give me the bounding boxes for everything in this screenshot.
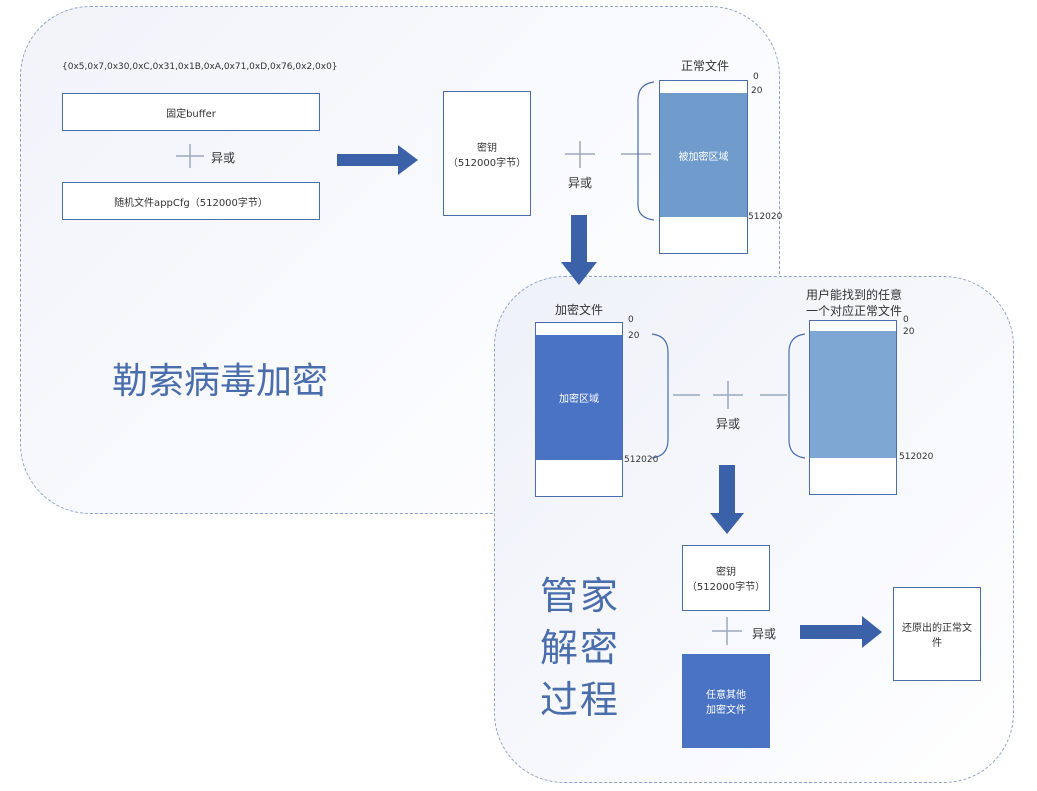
restored-file-label: 还原出的正常文件 bbox=[902, 623, 972, 649]
fixed-buffer-box: 固定buffer bbox=[62, 93, 320, 131]
user-file-title-line2: 一个对应正常文件 bbox=[806, 304, 903, 318]
key-box-encrypt: 密钥 （512000字节） bbox=[443, 91, 531, 216]
encrypted-region-label: 被加密区域 bbox=[678, 151, 729, 163]
xor-label-3: 异或 bbox=[716, 417, 741, 431]
other-file-line1: 任意其他 bbox=[706, 690, 746, 701]
decrypt-title-line3: 过程 bbox=[540, 678, 621, 722]
user-file-title-line1: 用户能找到的任意 bbox=[806, 288, 903, 302]
arrow-down-2 bbox=[710, 465, 744, 534]
decrypt-title-line2: 解密 bbox=[540, 626, 621, 670]
brace-normal-file bbox=[637, 81, 655, 221]
plus-icon-1 bbox=[176, 144, 204, 168]
tick-0: 0 bbox=[753, 72, 759, 82]
key-box-decrypt-line1: 密钥 bbox=[716, 567, 736, 578]
enc-tick-512020: 512020 bbox=[624, 455, 659, 465]
key-box-encrypt-line2: （512000字节） bbox=[447, 157, 527, 169]
xor-label-1: 异或 bbox=[211, 151, 236, 165]
brace-encrypted-file bbox=[651, 333, 669, 459]
encrypted-file-title: 加密文件 bbox=[555, 303, 604, 317]
fixed-buffer-label: 固定buffer bbox=[166, 108, 216, 120]
enc-tick-0: 0 bbox=[628, 315, 634, 325]
random-file-label: 随机文件appCfg（512000字节） bbox=[114, 197, 268, 209]
constant-array-text: {0x5,0x7,0x30,0xC,0x31,0x1B,0xA,0x71,0xD… bbox=[62, 62, 338, 72]
normal-file-title: 正常文件 bbox=[681, 59, 730, 73]
plus-icon-3 bbox=[713, 381, 743, 409]
plus-icon-2 bbox=[565, 141, 595, 168]
encrypted-region-block: 被加密区域 bbox=[660, 93, 747, 217]
arrow-right-2 bbox=[800, 616, 882, 648]
key-box-encrypt-line1: 密钥 bbox=[477, 142, 497, 154]
key-box-decrypt: 密钥 （512000字节） bbox=[682, 545, 770, 611]
xor-label-4: 异或 bbox=[752, 627, 777, 641]
encrypted-region-dark-block: 加密区域 bbox=[536, 335, 622, 460]
key-box-decrypt-line2: （512000字节） bbox=[686, 582, 766, 593]
restored-file-box: 还原出的正常文件 bbox=[893, 587, 981, 681]
xor-label-2: 异或 bbox=[568, 176, 593, 190]
user-tick-0: 0 bbox=[903, 315, 909, 325]
tick-20: 20 bbox=[751, 86, 763, 96]
random-file-box: 随机文件appCfg（512000字节） bbox=[62, 182, 320, 220]
user-file-title: 用户能找到的任意 一个对应正常文件 bbox=[806, 287, 902, 319]
other-encrypted-file-box: 任意其他 加密文件 bbox=[682, 654, 770, 748]
user-tick-512020: 512020 bbox=[899, 452, 934, 462]
arrow-right-1 bbox=[337, 145, 418, 175]
brace-user-file bbox=[788, 333, 806, 459]
decrypt-title-line1: 管家 bbox=[540, 574, 621, 618]
user-file-region-block bbox=[810, 331, 896, 458]
encrypted-region-dark-label: 加密区域 bbox=[559, 394, 599, 405]
decrypt-title: 管家 解密 过程 bbox=[540, 570, 620, 726]
tick-512020: 512020 bbox=[748, 212, 783, 222]
arrow-down-1 bbox=[561, 215, 597, 285]
user-tick-20: 20 bbox=[903, 327, 915, 337]
enc-tick-20: 20 bbox=[628, 331, 640, 341]
encrypt-title: 勒索病毒加密 bbox=[112, 361, 329, 402]
plus-icon-4 bbox=[712, 617, 742, 645]
other-file-line2: 加密文件 bbox=[706, 705, 746, 716]
